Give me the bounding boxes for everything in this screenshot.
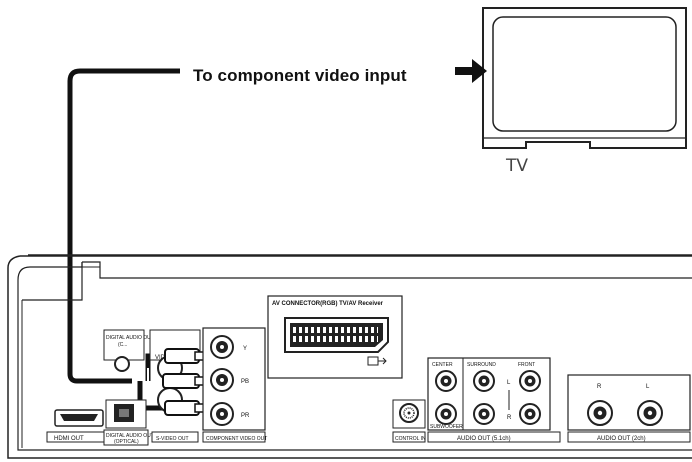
av-connector-label: AV CONNECTOR(RGB) TV/AV Receiver (272, 301, 384, 307)
audio-out-2ch-label: AUDIO OUT (2ch) (597, 436, 646, 442)
digital-audio-out-upper-label: DIGITAL AUDIO OUT (106, 335, 154, 341)
audio-out-51-label: AUDIO OUT (5.1ch) (457, 436, 511, 442)
scart-arrow-icon (378, 357, 387, 365)
center-label: CENTER (432, 362, 453, 368)
s-video-out-label: S-VIDEO OUT (156, 436, 189, 442)
y-label: Y (243, 346, 247, 352)
component-cable (67, 68, 180, 384)
pr-label: PR (241, 413, 250, 419)
digital-audio-out-coaxial: DIGITAL AUDIO OUT (C... (103, 329, 154, 372)
surround-label: SURROUND (467, 362, 496, 368)
component-video-out-label: COMPONENT VIDEO OUT (206, 436, 267, 442)
arrow-right-icon (455, 59, 487, 83)
rca-plugs (162, 348, 205, 416)
digital-audio-out-label: DIGITAL AUDIO OUT (106, 433, 154, 439)
hdmi-out-port: HDMI OUT (46, 409, 106, 443)
player-rear-panel (7, 254, 692, 459)
subwoofer-label: SUBWOOFER (430, 424, 463, 430)
component-video-out: Y PB PR COMPONENT VIDEO OUT (202, 327, 267, 443)
control-in-label: CONTROL IN (395, 436, 426, 442)
r-label-2ch: R (597, 384, 602, 390)
front-label: FRONT (518, 362, 535, 368)
tv-label: TV (506, 156, 529, 176)
hdmi-out-label: HDMI OUT (54, 436, 84, 442)
control-in-port: CONTROL IN (392, 399, 426, 443)
digital-audio-out-upper-sub: (C... (118, 342, 127, 348)
tv (482, 7, 687, 149)
pb-label: PB (241, 379, 249, 385)
audio-out-2ch: R L AUDIO OUT (2ch) (567, 374, 691, 443)
r-label-51: R (507, 415, 512, 421)
caption: To component video input (193, 66, 407, 85)
digital-audio-out-optical: DIGITAL AUDIO OUT (OPTICAL) (103, 399, 154, 446)
l-label-51: L (507, 380, 511, 386)
audio-out-51ch: CENTER SURROUND FRONT SUBWOOFER L R AUDI… (427, 357, 561, 443)
l-label-2ch: L (646, 384, 650, 390)
av-connector-scart: AV CONNECTOR(RGB) TV/AV Receiver (267, 295, 403, 379)
optical-label: (OPTICAL) (114, 439, 139, 445)
tv-screen (492, 16, 677, 132)
